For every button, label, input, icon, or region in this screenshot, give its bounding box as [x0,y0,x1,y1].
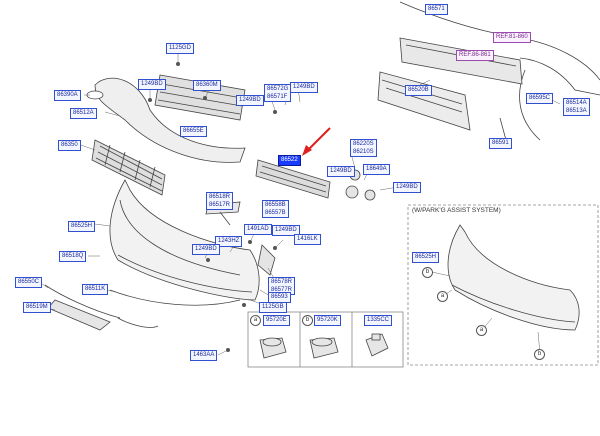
kit-part-95720e[interactable]: 95720E [263,315,290,326]
label-86350[interactable]: 86350 [58,140,81,151]
label-86655e[interactable]: 86655E [180,126,207,137]
label-86557b: 86557B [265,210,286,216]
label-86512a[interactable]: 86512A [70,108,97,119]
label-1125gb[interactable]: 1125GB [259,302,287,313]
kit-part-1335cc[interactable]: 1335CC [364,315,393,326]
inset-marker-b-top: b [422,267,433,278]
label-1491ad[interactable]: 1491AD [244,224,272,235]
label-86517r: 86517R [209,202,231,208]
label-1249bd-c[interactable]: 1249BD [236,95,264,106]
label-86511k[interactable]: 86511K [82,284,109,295]
label-86595c[interactable]: 86595C [526,93,554,104]
label-86518r: 86518R [209,194,231,200]
label-1463aa[interactable]: 1463AA [190,350,218,361]
callout-arrow [302,127,331,156]
label-86513a: 86513A [566,108,587,114]
label-1249bd-e[interactable]: 1249BD [393,182,421,193]
label-86220s-86210s[interactable]: 86220S 86210S [350,139,377,157]
label-86571f: 86571F [267,94,288,100]
inset-bumper [447,224,580,331]
label-1249bd-a[interactable]: 1249BD [138,79,166,90]
label-86571[interactable]: 86571 [425,4,448,15]
kit-marker-b: b [302,315,313,326]
label-86525h-inset[interactable]: 86525H [412,252,440,263]
lower-lip-trim [109,289,241,306]
label-18649a[interactable]: 18649A [363,164,390,175]
label-ref-86-861[interactable]: REF.86-861 [456,50,494,61]
label-86518q[interactable]: 86518Q [59,251,87,262]
label-86578r: 86578R [271,279,293,285]
label-86558b-86557b[interactable]: 86558B 86557B [262,200,289,218]
bumper-cover [109,179,260,301]
label-1125gd[interactable]: 1125GD [166,43,194,54]
label-86572g-86571f[interactable]: 86572G 86571F [264,84,292,102]
inset-title: (W/PARK'G ASSIST SYSTEM) [412,207,501,214]
label-1249bd-b[interactable]: 1249BD [290,82,318,93]
label-86220s: 86220S [353,141,374,147]
label-86514a: 86514A [566,100,587,106]
label-1249bd-g[interactable]: 1249BD [192,244,220,255]
label-86210s: 86210S [353,149,374,155]
label-1249bd-f[interactable]: 1249BD [272,225,300,236]
inset-box [407,204,599,366]
label-86390a[interactable]: 86390A [54,90,81,101]
label-86577r: 86577R [271,287,293,293]
label-86525h-main[interactable]: 86525H [68,221,96,232]
label-86519m[interactable]: 86519M [23,302,51,313]
inset-marker-a-bottom: a [476,325,487,336]
label-86520b[interactable]: 86520B [405,85,432,96]
label-86518r-86517r[interactable]: 86518R 86517R [206,192,234,210]
label-86572g: 86572G [267,86,289,92]
inset-marker-b-bottom: b [534,349,545,360]
kit-part-95720k[interactable]: 95720K [314,315,341,326]
label-86550c[interactable]: 86550C [15,277,43,288]
reinforcement-beam [399,37,523,85]
label-86522-highlighted[interactable]: 86522 [278,155,301,166]
label-86591[interactable]: 86591 [489,138,512,149]
label-1243hz[interactable]: 1243HZ [215,236,243,247]
front-garnish [94,77,246,163]
screw [176,62,180,66]
fender-arch [519,57,600,96]
label-1416lk[interactable]: 1416LK [294,234,321,245]
kit-marker-a: a [250,315,261,326]
label-86514a-86513a[interactable]: 86514A 86513A [563,98,590,116]
label-1249bd-d[interactable]: 1249BD [327,166,355,177]
label-86360m[interactable]: 86360M [193,80,221,91]
label-86558b: 86558B [265,202,286,208]
label-ref-81-860[interactable]: REF.81-860 [493,32,531,43]
inset-marker-a-left: a [437,291,448,302]
